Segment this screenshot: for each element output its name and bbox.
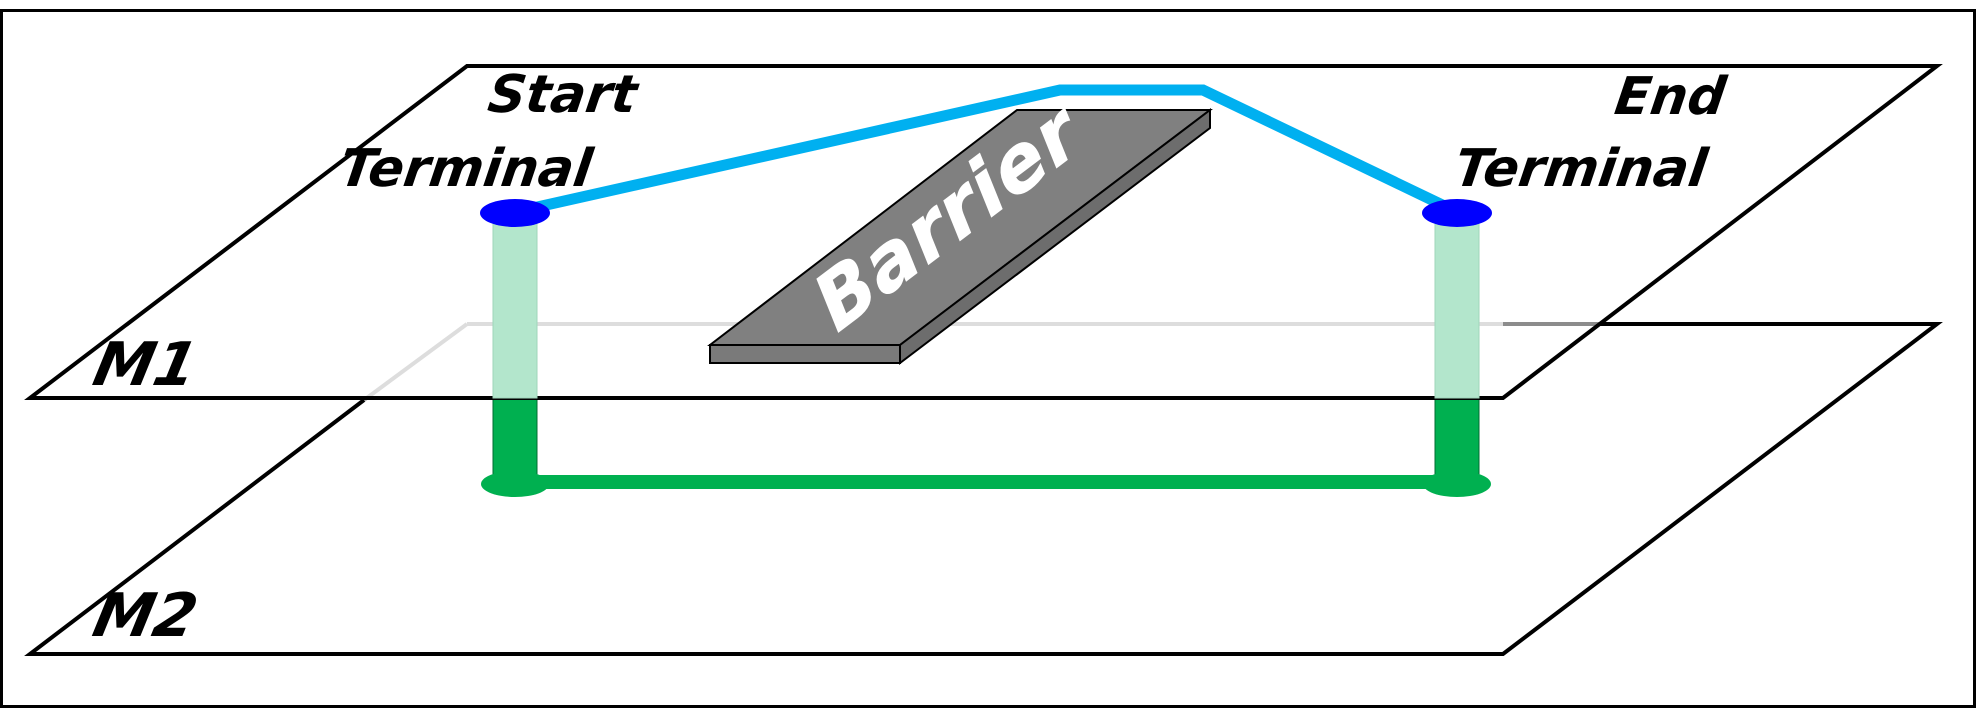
barrier-side <box>899 107 1211 366</box>
end-terminal-label-line2: Terminal <box>1451 139 1712 199</box>
via-end-lower <box>1434 397 1480 483</box>
via-start-upper <box>492 213 538 399</box>
m2-layer-label: M2 <box>87 582 203 651</box>
m2-plane <box>24 322 1943 656</box>
end-terminal-label-line1: End <box>1611 67 1730 127</box>
start-terminal-label-line1: Start <box>484 65 642 125</box>
barrier-front <box>709 344 901 364</box>
m1-route <box>513 84 1460 218</box>
via-start-lower <box>492 397 538 483</box>
end-terminal <box>1422 199 1492 227</box>
via-end-upper <box>1434 213 1480 399</box>
start-terminal-label-line2: Terminal <box>336 139 597 199</box>
m1-layer-label: M1 <box>88 331 204 400</box>
start-terminal <box>480 199 550 227</box>
